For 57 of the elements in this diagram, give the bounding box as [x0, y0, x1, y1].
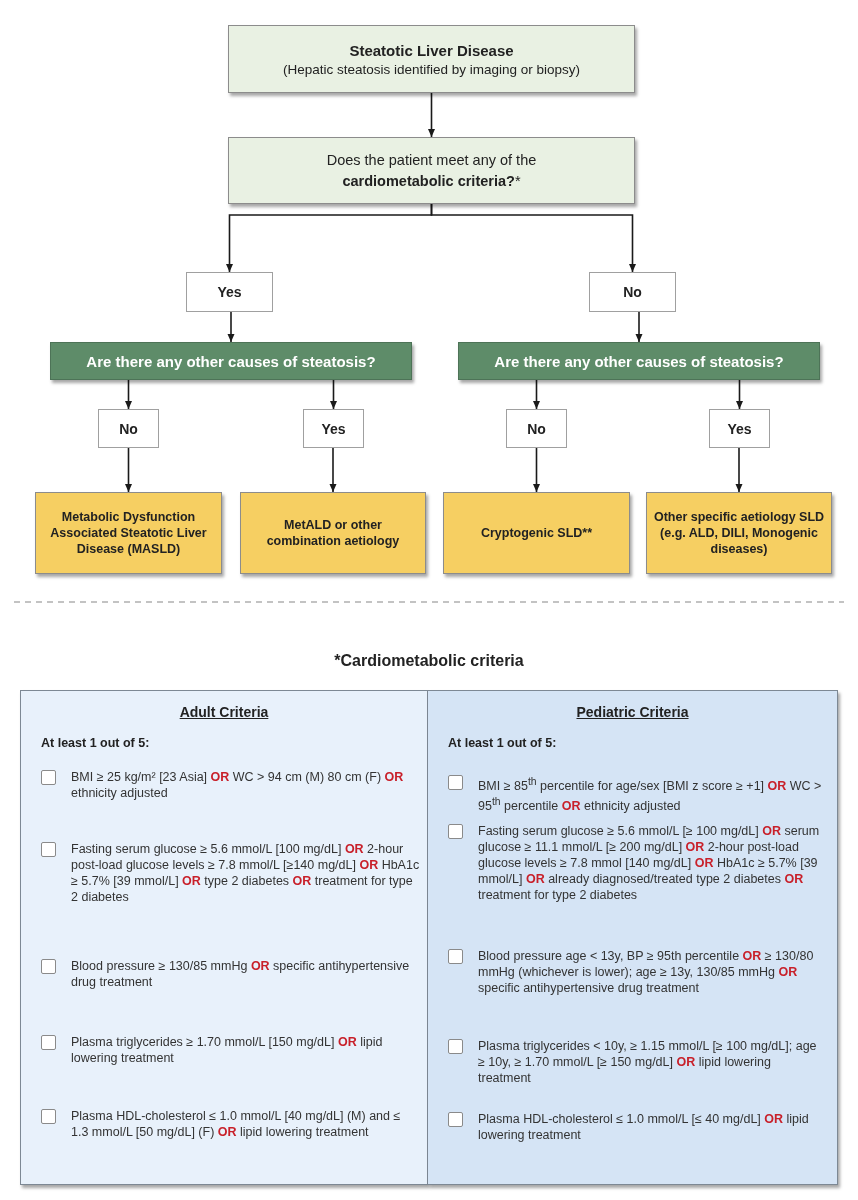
panel-heading: Adult Criteria [179, 704, 269, 720]
process-box [228, 25, 635, 93]
answer-text: Yes [727, 420, 752, 437]
criterion-text: Plasma triglycerides < 10y, ≥ 1.15 mmol/L [≥ 100 mg/dL]; age ≥ 10y, ≥ 1.70 mmol/L [≥ 150 mg/dL] OR lipid lowering treatment [478, 1038, 818, 1086]
panel-subheading: At least 1 out of 5: [41, 736, 150, 750]
arrow [428, 92, 435, 138]
criterion-text: Plasma HDL-cholesterol ≤ 1.0 mmol/L [≤ 40 mg/dL] OR lipid lowering treatment [478, 1111, 810, 1143]
outcome-text: Other specific aetiology SLD (e.g. ALD, DILI, Monogenic diseases) [653, 509, 825, 557]
criterion-text: Fasting serum glucose ≥ 5.6 mmol/L [100 mg/dL] OR 2-hour post-load glucose levels ≥ 7.8 mmol/L [≥140 mg/dL] OR HbA1c ≥ 5.7% [39 mmol/L] OR type 2 diabetes OR treatment for type 2 diabetes [71, 841, 421, 905]
outcome-text: Metabolic Dysfunction Associated Steatotic Liver Disease (MASLD) [49, 509, 208, 557]
decision-box [458, 342, 820, 380]
criterion-text: Blood pressure ≥ 130/85 mmHg OR specific antihypertensive drug treatment [71, 958, 411, 990]
panel-heading: Pediatric Criteria [576, 704, 689, 720]
arrow [533, 447, 540, 493]
section-heading: *Cardiometabolic criteria [334, 652, 524, 670]
answer-text: No [527, 420, 546, 437]
answer-text: No [623, 284, 642, 300]
arrow [533, 379, 540, 410]
panel-subheading: At least 1 out of 5: [448, 736, 557, 750]
criterion-text: Blood pressure age < 13y, BP ≥ 95th percentile OR ≥ 130/80 mmHg (whichever is lower); age ≥ 13y, 130/85 mmHg OR specific antihypertensive drug treatment [478, 948, 815, 996]
question-text: Does the patient meet any of the cardiometabolic criteria?* [325, 150, 538, 191]
outcome-text: Cryptogenic SLD** [480, 525, 593, 541]
criteria-panel [20, 690, 428, 1185]
decision-box [50, 342, 412, 380]
outcome-box [443, 492, 630, 574]
answer-box [98, 409, 159, 448]
criterion-text: Fasting serum glucose ≥ 5.6 mmol/L [≥ 100 mg/dL] OR serum glucose ≥ 11.1 mmol/L [≥ 200 mg/dL] OR 2-hour post-load glucose levels ≥ 7.8 mmol [140 mg/dL] OR HbA1c ≥ 5.7% [39 mmol/L] OR already diagnosed/treated type 2 diabetes OR treatment for type 2 diabetes [478, 823, 821, 903]
question-text: Are there any other causes of steatosis? [494, 352, 784, 370]
outcome-box [240, 492, 426, 574]
arrow [125, 447, 132, 493]
outcome-box [35, 492, 222, 574]
arrow [635, 311, 643, 343]
question-text: Are there any other causes of steatosis? [86, 352, 376, 370]
outcome-box [646, 492, 832, 574]
answer-box [589, 272, 676, 312]
answer-box [506, 409, 567, 448]
criterion-text: Plasma triglycerides ≥ 1.70 mmol/L [150 mg/dL] OR lipid lowering treatment [71, 1034, 384, 1066]
arrow [330, 379, 337, 410]
arrow [227, 311, 235, 343]
question-box [228, 137, 635, 204]
box-subtitle: (Hepatic steatosis identified by imaging or biopsy) [282, 61, 581, 77]
arrow [736, 379, 743, 410]
criterion-text: BMI ≥ 25 kg/m² [23 Asia] OR WC > 94 cm (M) 80 cm (F) OR ethnicity adjusted [71, 769, 405, 801]
arrow [735, 447, 743, 493]
arrow [329, 447, 337, 493]
answer-text: Yes [321, 420, 346, 437]
criteria-panel [428, 690, 838, 1185]
arrow [125, 379, 132, 410]
criterion-text: Plasma HDL-cholesterol ≤ 1.0 mmol/L [40 mg/dL] (M) and ≤ 1.3 mmol/L [50 mg/dL] (F) OR lipid lowering treatment [71, 1108, 402, 1140]
outcome-text: MetALD or other combination aetiology [265, 517, 401, 549]
answer-text: No [119, 420, 138, 437]
answer-box [303, 409, 364, 448]
arrow [430, 203, 636, 273]
answer-box [709, 409, 770, 448]
answer-text: Yes [217, 284, 242, 300]
answer-box [186, 272, 273, 312]
box-title: Steatotic Liver Disease [349, 41, 514, 59]
